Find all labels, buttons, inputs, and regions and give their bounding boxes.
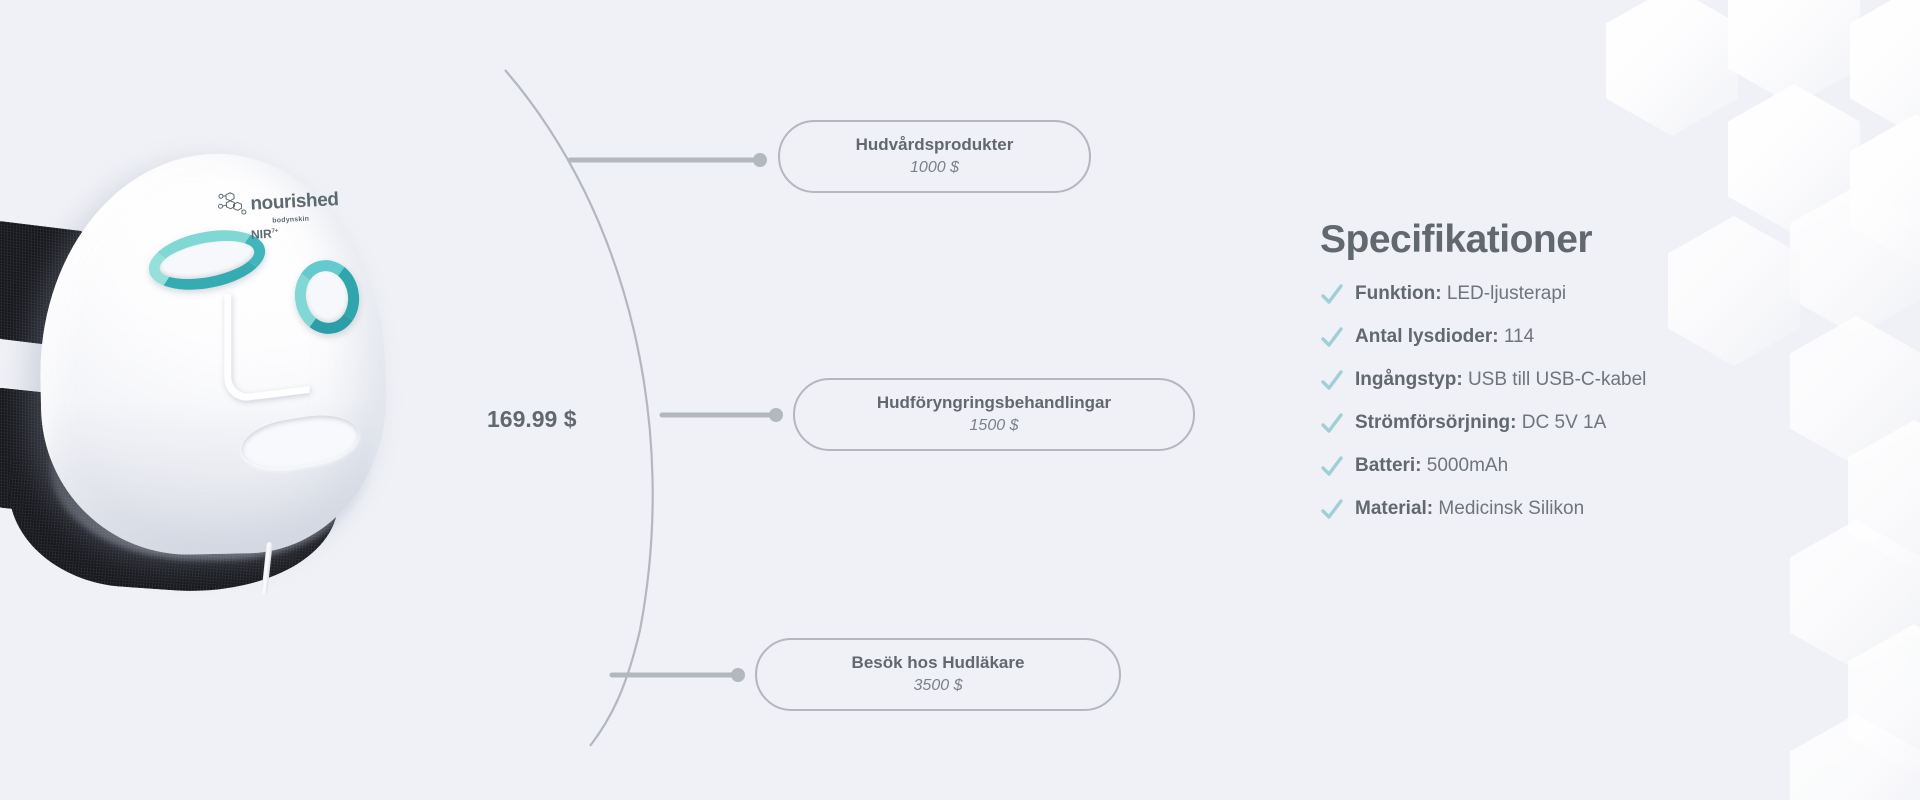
- spec-value: 5000mAh: [1426, 455, 1509, 476]
- spec-value: Medicinsk Silikon: [1438, 498, 1585, 519]
- mask-nose-cutout: [224, 284, 310, 404]
- bracket-arc: [504, 69, 654, 747]
- hexagon-shape: [1728, 0, 1860, 106]
- specifications-panel: Specifikationer Funktion: LED-ljusterapi…: [1320, 218, 1840, 540]
- hexagon-shape: [1728, 84, 1860, 234]
- spec-text: Material: Medicinsk Silikon: [1355, 497, 1584, 521]
- check-icon: [1321, 370, 1343, 390]
- comparison-item-title: Besök hos Hudläkare: [851, 653, 1025, 673]
- spec-label: Ingångstyp:: [1355, 369, 1463, 390]
- product-brand-logo: nourished bodynskin NIR7+: [217, 185, 350, 244]
- connector-dot-2: [731, 668, 745, 682]
- comparison-item[interactable]: Hudvårdsprodukter 1000 $: [778, 120, 1091, 193]
- check-icon: [1321, 327, 1343, 347]
- hexagon-shape: [1848, 624, 1920, 774]
- comparison-item[interactable]: Hudföryngringsbehandlingar 1500 $: [793, 378, 1195, 451]
- check-icon: [1321, 413, 1343, 433]
- spec-text: Strömförsörjning: DC 5V 1A: [1355, 411, 1606, 435]
- spec-text: Batteri: 5000mAh: [1355, 454, 1508, 478]
- spec-value: LED-ljusterapi: [1446, 283, 1567, 304]
- spec-text: Ingångstyp: USB till USB-C-kabel: [1355, 368, 1646, 392]
- check-icon: [1321, 499, 1343, 519]
- spec-item: Strömförsörjning: DC 5V 1A: [1320, 411, 1840, 436]
- molecule-icon: [218, 192, 247, 215]
- comparison-item-value: 1500 $: [969, 416, 1019, 434]
- connector-dot-1: [769, 408, 783, 422]
- spec-value: 114: [1503, 326, 1535, 347]
- product-price: 169.99 $: [487, 406, 577, 432]
- hexagon-shape: [1790, 714, 1920, 800]
- comparison-item[interactable]: Besök hos Hudläkare 3500 $: [755, 638, 1121, 711]
- spec-item: Funktion: LED-ljusterapi: [1320, 282, 1840, 307]
- comparison-arc-connectors: [504, 69, 783, 747]
- connector-dot-0: [753, 153, 767, 167]
- brand-name: nourished: [249, 188, 340, 215]
- spec-label: Antal lysdioder:: [1355, 326, 1499, 347]
- product-image: nourished bodynskin NIR7+: [0, 150, 512, 690]
- specifications-title: Specifikationer: [1320, 218, 1593, 261]
- spec-label: Batteri:: [1355, 455, 1422, 476]
- spec-label: Strömförsörjning:: [1355, 412, 1517, 433]
- hexagon-shape: [1848, 420, 1920, 570]
- hexagon-shape: [1606, 0, 1738, 136]
- spec-item: Batteri: 5000mAh: [1320, 454, 1840, 479]
- check-icon: [1321, 456, 1343, 476]
- comparison-item-title: Hudvårdsprodukter: [855, 135, 1014, 155]
- spec-text: Funktion: LED-ljusterapi: [1355, 282, 1566, 306]
- spec-value: USB till USB-C-kabel: [1467, 369, 1647, 390]
- comparison-item-value: 1000 $: [910, 158, 959, 176]
- spec-item: Ingångstyp: USB till USB-C-kabel: [1320, 368, 1840, 393]
- spec-value: DC 5V 1A: [1521, 412, 1607, 433]
- spec-label: Material:: [1355, 498, 1434, 519]
- comparison-item-value: 3500 $: [913, 676, 963, 694]
- hexagon-shape: [1790, 520, 1920, 670]
- hexagon-shape: [1850, 0, 1920, 136]
- spec-label: Funktion:: [1355, 283, 1442, 304]
- spec-item: Antal lysdioder: 114: [1320, 325, 1840, 350]
- spec-text: Antal lysdioder: 114: [1355, 325, 1534, 349]
- check-icon: [1321, 284, 1343, 304]
- hexagon-shape: [1850, 114, 1920, 264]
- spec-item: Material: Medicinsk Silikon: [1320, 497, 1840, 522]
- comparison-item-title: Hudföryngringsbehandlingar: [876, 393, 1112, 413]
